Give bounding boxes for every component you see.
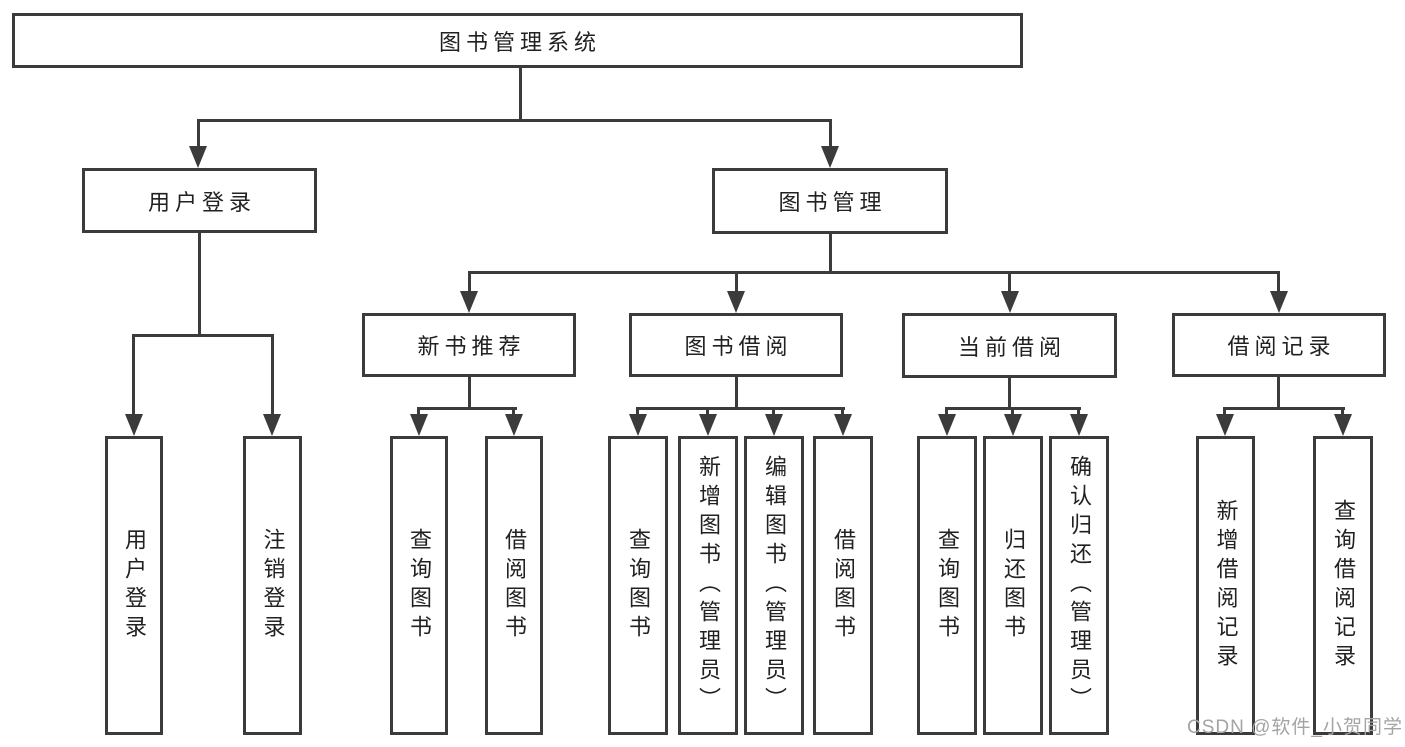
connector-line (519, 68, 522, 121)
leaf-logout-label: 注销登录 (260, 527, 286, 644)
connector-line (1277, 271, 1280, 293)
leaf-cb-query-books: 查询图书 (917, 436, 977, 735)
leaf-bb-borrow-books-label: 借阅图书 (831, 527, 856, 644)
node-user-login: 用户登录 (82, 168, 317, 233)
node-root: 图书管理系统 (12, 13, 1023, 68)
node-book-management-label: 图书管理 (778, 190, 887, 215)
leaf-br-add-record-label: 新增借阅记录 (1213, 498, 1239, 673)
arrow-down-icon (727, 291, 745, 313)
leaf-bb-edit-books-admin: 编辑图书（管理员） (744, 436, 804, 735)
connector-line (271, 334, 274, 414)
connector-line (636, 407, 845, 410)
leaf-cb-return-books: 归还图书 (983, 436, 1043, 735)
connector-line (841, 407, 844, 417)
arrow-down-icon (505, 414, 523, 436)
connector-line (1011, 407, 1014, 417)
arrow-down-icon (834, 414, 852, 436)
leaf-bb-borrow-books: 借阅图书 (813, 436, 873, 735)
arrow-down-icon (410, 414, 428, 436)
leaf-user-login: 用户登录 (105, 436, 163, 735)
connector-line (735, 377, 738, 409)
node-current-borrow-label: 当前借阅 (957, 334, 1066, 360)
node-user-login-label: 用户登录 (147, 189, 256, 215)
connector-line (468, 377, 471, 409)
arrow-down-icon (1270, 291, 1288, 313)
connector-line (772, 407, 775, 417)
connector-line (706, 407, 709, 417)
arrow-down-icon (629, 414, 647, 436)
connector-line (468, 271, 471, 293)
connector-line (829, 234, 832, 274)
connector-line (1341, 407, 1344, 417)
leaf-bb-add-books-admin-label: 新增图书（管理员） (696, 455, 721, 716)
arrow-down-icon (699, 414, 717, 436)
leaf-br-query-record-label: 查询借阅记录 (1331, 498, 1356, 673)
connector-line (197, 119, 200, 149)
node-new-book-recommend-label: 新书推荐 (417, 334, 526, 359)
arrow-down-icon (189, 146, 207, 168)
leaf-br-add-record: 新增借阅记录 (1196, 436, 1255, 735)
leaf-br-query-record: 查询借阅记录 (1313, 436, 1373, 735)
csdn-watermark: CSDN @软件_小贺同学 (1187, 717, 1403, 738)
node-root-label: 图书管理系统 (438, 29, 601, 55)
leaf-logout: 注销登录 (243, 436, 302, 735)
connector-line (468, 271, 1280, 274)
node-new-book-recommend: 新书推荐 (362, 313, 576, 377)
arrow-down-icon (938, 414, 956, 436)
leaf-nbr-query-books: 查询图书 (390, 436, 448, 735)
arrow-down-icon (765, 414, 783, 436)
node-book-borrow: 图书借阅 (629, 313, 843, 377)
connector-line (1077, 407, 1080, 417)
leaf-cb-confirm-return-admin: 确认归还（管理员） (1049, 436, 1109, 735)
connector-line (198, 119, 832, 122)
connector-line (1008, 378, 1011, 409)
leaf-bb-query-books-label: 查询图书 (626, 527, 651, 644)
connector-line (198, 233, 201, 337)
connector-line (945, 407, 948, 417)
node-borrow-records: 借阅记录 (1172, 313, 1386, 377)
arrow-down-icon (1070, 414, 1088, 436)
leaf-bb-add-books-admin: 新增图书（管理员） (678, 436, 738, 735)
connector-line (636, 407, 639, 417)
connector-line (735, 271, 738, 293)
arrow-down-icon (460, 291, 478, 313)
node-book-management: 图书管理 (712, 168, 948, 234)
leaf-nbr-borrow-books-label: 借阅图书 (502, 527, 527, 644)
node-current-borrow: 当前借阅 (902, 313, 1117, 378)
arrow-down-icon (125, 414, 143, 436)
connector-line (1277, 377, 1280, 409)
leaf-bb-edit-books-admin-label: 编辑图书（管理员） (762, 455, 787, 716)
leaf-nbr-query-books-label: 查询图书 (407, 527, 432, 644)
arrow-down-icon (1334, 414, 1352, 436)
leaf-bb-query-books: 查询图书 (608, 436, 668, 735)
leaf-cb-confirm-return-admin-label: 确认归还（管理员） (1067, 455, 1092, 716)
connector-line (1008, 271, 1011, 293)
connector-line (417, 407, 420, 417)
leaf-user-login-label: 用户登录 (122, 527, 147, 644)
arrow-down-icon (1001, 291, 1019, 313)
connector-line (417, 407, 517, 410)
connector-line (512, 407, 515, 417)
connector-line (1223, 407, 1345, 410)
connector-line (132, 334, 274, 337)
leaf-cb-return-books-label: 归还图书 (1001, 527, 1026, 644)
connector-line (1223, 407, 1226, 417)
node-borrow-records-label: 借阅记录 (1227, 334, 1336, 359)
arrow-down-icon (821, 146, 839, 168)
leaf-cb-query-books-label: 查询图书 (935, 527, 960, 644)
leaf-nbr-borrow-books: 借阅图书 (485, 436, 543, 735)
arrow-down-icon (1216, 414, 1234, 436)
node-book-borrow-label: 图书借阅 (684, 334, 793, 359)
connector-line (132, 334, 135, 414)
arrow-down-icon (1004, 414, 1022, 436)
connector-line (829, 119, 832, 149)
arrow-down-icon (263, 414, 281, 436)
